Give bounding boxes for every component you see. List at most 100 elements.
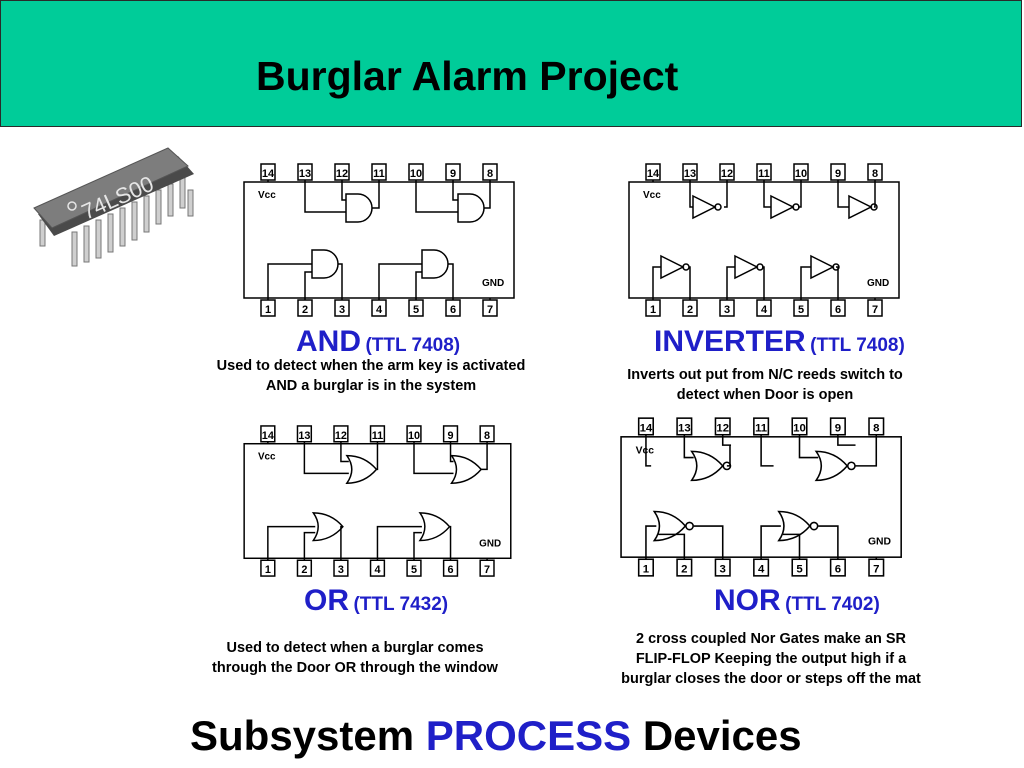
vcc-label: Vcc [636,445,655,456]
pin-label: 9 [835,168,841,180]
ic-wire [645,436,732,467]
inversion-bubble [846,461,856,471]
pin-label: 9 [450,168,456,180]
vcc-label: Vcc [643,190,661,201]
ic-wire [689,182,876,208]
pin-label: 2 [302,304,308,316]
nor-gate-symbol [814,450,849,482]
or-gate-symbol [311,512,344,542]
inversion-bubble [714,203,722,211]
ic-wire [376,525,452,559]
pin-label: 10 [795,168,807,180]
pin-label: 3 [720,564,726,576]
pin-label: 11 [372,430,383,442]
pin-label: 7 [873,564,879,576]
pin-label: 10 [410,168,422,180]
inverter-desc-line-2: detect when Door is open [676,387,854,403]
pin-label: 8 [484,430,490,442]
pin-label: 12 [336,168,348,180]
pin-label: 14 [262,168,275,180]
pin-label: 1 [643,564,650,576]
pin-label: 1 [265,564,271,576]
footer-prefix: Subsystem [190,712,426,759]
nor-gate-part: (TTL 7402) [785,594,880,615]
pin-label: 2 [681,564,687,576]
footer-accent: PROCESS [425,712,632,759]
pin-label: 1 [265,304,271,316]
pin-label: 5 [798,304,804,316]
ic-wire [378,263,454,298]
and-gate-symbol [421,249,449,279]
and-desc-line-1: Used to detect when the arm key is activ… [216,358,526,374]
and-gate-symbol [345,193,373,223]
pin-label: 6 [448,564,454,576]
pin-label: 3 [724,304,730,316]
or-desc-line-1: Used to detect when a burglar comes [226,640,484,656]
inversion-bubble [832,263,840,271]
pin-label: 5 [796,564,803,576]
ic-wire [413,443,488,475]
ic-wire [303,443,379,475]
pin-label: 6 [835,564,841,576]
vcc-label: Vcc [258,452,276,463]
ic-wire [760,525,839,558]
pin-label: 10 [793,423,806,435]
pin-label: 11 [373,168,385,180]
pin-label: 14 [262,430,274,442]
pin-label: 5 [413,304,419,316]
pin-label: 13 [299,168,311,180]
pin-label: 7 [484,564,490,576]
or-gate-description: Used to detect when a burglar comes thro… [180,638,530,678]
pin-label: 14 [647,168,660,180]
chip-illustration: 74LS00 [33,147,194,267]
pin-label: 12 [716,423,729,435]
pin-label: 3 [339,304,345,316]
pin-label: 14 [640,423,653,435]
inverter-gate-symbol [848,194,873,220]
pin-label: 7 [487,304,493,316]
pin-label: 9 [448,430,454,442]
inverter-gate-part: (TTL 7408) [810,335,905,356]
nor-gate-description: 2 cross coupled Nor Gates make an SR FLI… [586,629,956,689]
nor-gate-symbol [690,450,724,482]
nor-gate-symbol [777,510,811,542]
pin-label: 10 [408,430,420,442]
chip-body-top [33,147,189,229]
nor-gate-symbol [652,510,687,542]
and-gate-symbol [311,249,339,279]
and-gate-symbol [457,193,485,223]
pin-label: 5 [411,564,417,576]
nor-gate-title: NOR (TTL 7402) [714,584,880,618]
title-banner: Burglar Alarm Project [0,0,1022,127]
pin-label: 4 [758,564,765,576]
gnd-label: GND [482,278,504,289]
ic-wire [267,525,343,559]
ic-wire [652,266,839,298]
pin-label: 12 [335,430,347,442]
nor-desc-line-3: burglar closes the door or steps off the… [621,671,921,687]
gnd-label: GND [479,538,501,549]
and-gate-part: (TTL 7408) [365,335,461,356]
pin-label: 4 [376,304,383,316]
inverter-gate-symbol [734,254,759,280]
pin-label: 4 [761,304,768,316]
pin-label: 8 [487,168,493,180]
footer-heading: Subsystem PROCESS Devices [190,712,802,760]
chip-pins [39,177,194,267]
inversion-bubble [809,521,819,531]
ic-wire [760,436,878,467]
pin-label: 13 [678,423,691,435]
pin-label: 11 [755,423,768,435]
pin-label: 8 [872,168,878,180]
nor-desc-line-2: FLIP-FLOP Keeping the output high if a [635,651,907,667]
and-desc-line-2: AND a burglar is in the system [265,378,477,394]
or-gate-symbol [418,512,451,542]
pin-label: 2 [301,564,307,576]
inverter-gate-symbol [692,194,717,220]
gnd-label: GND [868,537,892,548]
ic-wire [415,182,491,213]
or-gate-name: OR [304,584,349,617]
or-gate-part: (TTL 7432) [353,594,449,615]
